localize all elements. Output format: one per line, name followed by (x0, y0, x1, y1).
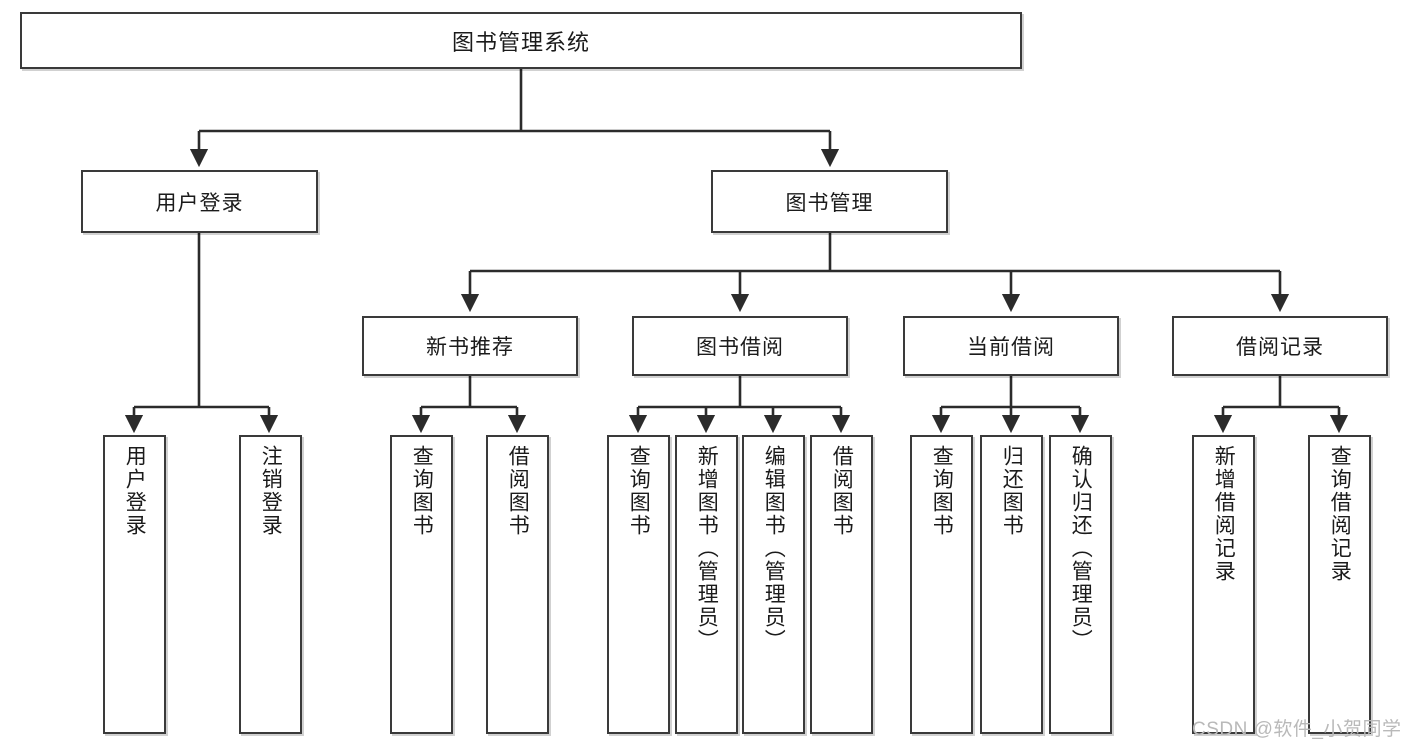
node-label: 用户登录 (155, 191, 244, 215)
node-label: 查询借阅记录 (1328, 445, 1352, 583)
node-label: 查询图书 (627, 445, 651, 537)
node-leaf-query-book-borrowing[interactable]: 查询图书 (607, 435, 670, 734)
node-book-management[interactable]: 图书管理 (711, 170, 948, 233)
node-label: 借阅记录 (1236, 336, 1324, 359)
node-new-book-recommendation[interactable]: 新书推荐 (362, 316, 578, 376)
node-leaf-add-book-admin[interactable]: 新增图书（管理员） (675, 435, 738, 734)
node-label: 注销登录 (259, 445, 283, 537)
node-root-book-management-system[interactable]: 图书管理系统 (20, 12, 1022, 69)
node-label: 新增图书（管理员） (695, 445, 719, 652)
node-leaf-return-book[interactable]: 归还图书 (980, 435, 1043, 734)
node-label: 查询图书 (410, 445, 434, 537)
node-label: 归还图书 (1000, 445, 1024, 537)
node-leaf-add-borrowing-record[interactable]: 新增借阅记录 (1192, 435, 1255, 734)
node-book-borrowing[interactable]: 图书借阅 (632, 316, 848, 376)
node-leaf-logout[interactable]: 注销登录 (239, 435, 302, 734)
node-label: 图书借阅 (696, 336, 784, 359)
node-leaf-confirm-return-admin[interactable]: 确认归还（管理员） (1049, 435, 1112, 734)
node-borrowing-record[interactable]: 借阅记录 (1172, 316, 1388, 376)
node-label: 确认归还（管理员） (1069, 445, 1093, 652)
node-label: 图书管理 (785, 191, 874, 215)
node-leaf-edit-book-admin[interactable]: 编辑图书（管理员） (742, 435, 805, 734)
node-leaf-query-book-recommendation[interactable]: 查询图书 (390, 435, 453, 734)
node-label: 用户登录 (123, 445, 147, 537)
node-leaf-user-login[interactable]: 用户登录 (103, 435, 166, 734)
watermark-text: CSDN @软件_小贺同学 (1192, 719, 1402, 740)
node-label: 编辑图书（管理员） (762, 445, 786, 652)
node-label: 借阅图书 (830, 445, 854, 537)
node-label: 新书推荐 (426, 336, 514, 359)
node-label: 当前借阅 (967, 336, 1055, 359)
node-label: 图书管理系统 (451, 29, 590, 55)
node-user-login[interactable]: 用户登录 (81, 170, 318, 233)
node-leaf-borrow-book[interactable]: 借阅图书 (810, 435, 873, 734)
node-leaf-query-book-current[interactable]: 查询图书 (910, 435, 973, 734)
node-label: 新增借阅记录 (1212, 445, 1236, 583)
node-leaf-borrow-book-recommendation[interactable]: 借阅图书 (486, 435, 549, 734)
node-label: 查询图书 (930, 445, 954, 537)
node-leaf-query-borrowing-record[interactable]: 查询借阅记录 (1308, 435, 1371, 734)
node-current-borrowing[interactable]: 当前借阅 (903, 316, 1119, 376)
node-label: 借阅图书 (506, 445, 530, 537)
